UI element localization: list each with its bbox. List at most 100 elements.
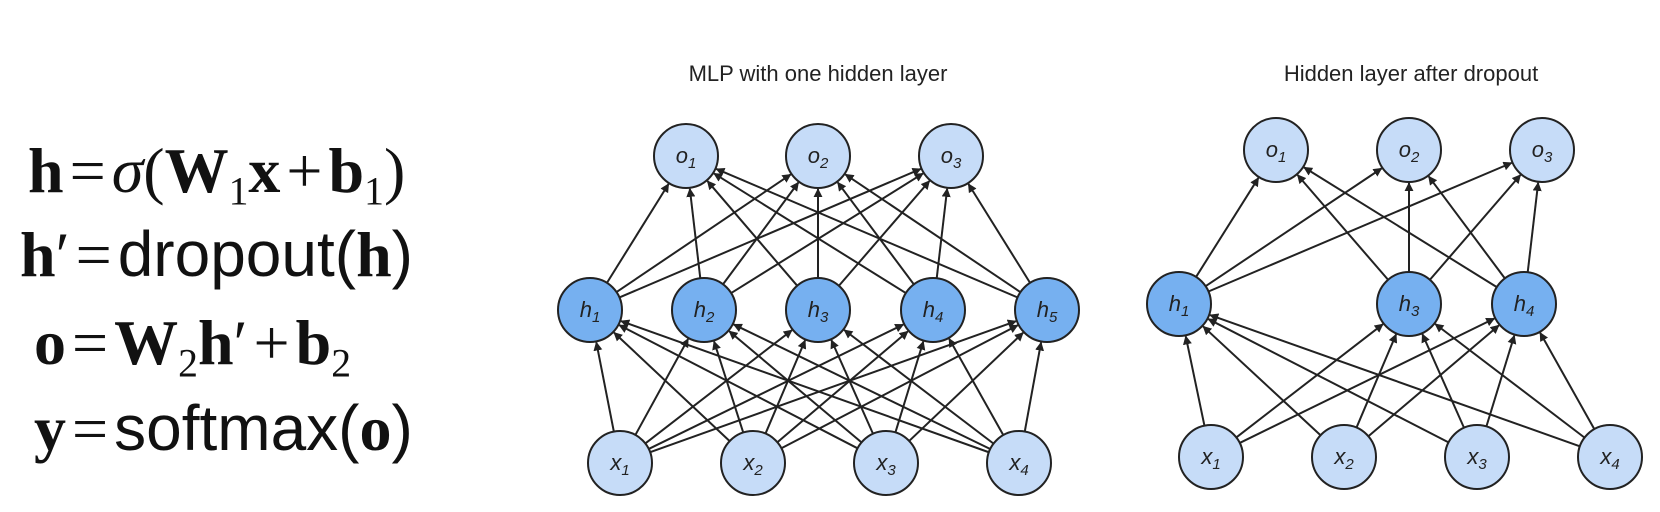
dropout-edge-h1-o1 — [1195, 177, 1260, 278]
mlp-edge-x4-h5 — [1023, 341, 1045, 432]
mlp-edge-x1-h2 — [634, 338, 689, 436]
mlp-output-node-o1: o1 — [653, 123, 719, 189]
mlp-edge-x1-h1 — [593, 341, 615, 432]
eq1-sigma: σ — [111, 135, 144, 206]
mlp-edge-h5-o2 — [844, 173, 1022, 293]
mlp-input-node-x2: x2 — [720, 430, 786, 496]
equation-hidden: h=σ(W1x+b1) — [0, 135, 548, 212]
eq1-lhs: h — [28, 135, 64, 206]
mlp-edge-x4-h4 — [948, 337, 1005, 436]
eq3-plus: + — [253, 307, 290, 378]
dropout-edge-h4-o1 — [1303, 166, 1498, 288]
eq2-prime: ′ — [55, 219, 70, 290]
dropout-edge-x3-h3 — [1421, 333, 1465, 429]
mlp-edge-x4-h3 — [843, 329, 995, 445]
mlp-edge-h1-o1 — [606, 183, 670, 284]
mlp-edge-h2-o1 — [686, 187, 702, 279]
eq2-arg: h — [356, 219, 392, 290]
eq3-equals: = — [72, 307, 109, 378]
dropout-edge-h4-o3 — [1526, 181, 1542, 273]
eq1-w-sub: 1 — [228, 169, 249, 214]
dropout-edge-x1-h3 — [1235, 323, 1384, 439]
mlp-edge-h2-o3 — [730, 172, 924, 294]
eq2-equals: = — [75, 219, 112, 290]
dropout-edge-x4-h4 — [1539, 331, 1596, 430]
dropout-output-node-o1: o1 — [1243, 117, 1309, 183]
eq3-w: W — [114, 307, 179, 378]
dropout-edge-h3-o1 — [1296, 174, 1389, 281]
dropout-diagram-title: Hidden layer after dropout — [1284, 61, 1538, 86]
eq1-open: ( — [143, 135, 165, 206]
eq4-arg: o — [359, 393, 392, 464]
dropout-edge-h4-o2 — [1427, 175, 1506, 279]
mlp-edge-x3-h3 — [830, 339, 874, 435]
mlp-input-node-x1: x1 — [587, 430, 653, 496]
mlp-edge-x1-h3 — [644, 329, 793, 445]
mlp-edge-x1-h4 — [648, 323, 905, 450]
dropout-hidden-node-h4: h4 — [1491, 271, 1557, 337]
dropout-output-node-o2: o2 — [1376, 117, 1442, 183]
mlp-edge-h4-o2 — [836, 181, 915, 285]
eq3-lhs: o — [34, 307, 66, 378]
dropout-edge-x4-h3 — [1434, 323, 1586, 439]
mlp-hidden-node-h5: h5 — [1014, 277, 1080, 343]
dropout-hidden-node-h1: h1 — [1146, 271, 1212, 337]
eq1-w: W — [164, 135, 229, 206]
dropout-edge-x2-h3 — [1355, 333, 1398, 428]
eq4-equals: = — [72, 393, 109, 464]
mlp-input-node-x4: x4 — [986, 430, 1052, 496]
equation-softmax: y=softmax(o) — [0, 396, 554, 461]
dropout-edge-h1-o3 — [1208, 161, 1513, 293]
mlp-edge-h3-o3 — [838, 180, 931, 287]
eq4-close: ) — [391, 392, 413, 464]
mlp-edge-x4-h2 — [732, 323, 991, 450]
dropout-edge-h3-o3 — [1429, 174, 1522, 281]
eq1-close: ) — [383, 135, 406, 206]
mlp-edge-h5-o1 — [715, 167, 1018, 299]
dropout-edge-x1-h4 — [1239, 317, 1496, 444]
mlp-edge-x4-h1 — [620, 319, 990, 454]
mlp-hidden-node-h4: h4 — [900, 277, 966, 343]
mlp-edge-h5-o3 — [967, 183, 1031, 284]
eq4-lhs: y — [34, 393, 66, 464]
eq1-plus: + — [286, 135, 323, 206]
eq3-w-sub: 2 — [178, 341, 198, 386]
dropout-input-node-x1: x1 — [1178, 424, 1244, 490]
eq3-b: b — [295, 307, 332, 378]
mlp-edge-h3-o1 — [706, 180, 798, 287]
dropout-edge-x2-h1 — [1202, 325, 1322, 436]
mlp-output-node-o2: o2 — [785, 123, 851, 189]
mlp-edge-h1-o2 — [615, 173, 792, 293]
mlp-diagram-title: MLP with one hidden layer — [689, 61, 948, 86]
eq3-h: h — [197, 307, 234, 378]
mlp-hidden-node-h3: h3 — [785, 277, 851, 343]
mlp-edge-x2-h4 — [776, 330, 909, 444]
eq1-equals: = — [69, 135, 106, 206]
eq2-close: ) — [391, 218, 413, 290]
equation-output: o=W2h′+b2 — [0, 307, 554, 384]
eq3-prime: ′ — [233, 307, 248, 378]
eq3-b-sub: 2 — [331, 341, 352, 386]
mlp-edge-x3-h5 — [908, 332, 1024, 442]
mlp-edge-h4-o1 — [713, 172, 907, 294]
mlp-edge-x3-h1 — [618, 324, 859, 450]
dropout-edge-h1-o2 — [1205, 167, 1383, 288]
dropout-input-node-x4: x4 — [1577, 424, 1643, 490]
eq1-b-sub: 1 — [364, 169, 384, 214]
mlp-edge-x3-h4 — [894, 340, 926, 433]
dropout-hidden-node-h3: h3 — [1376, 271, 1442, 337]
mlp-hidden-node-h2: h2 — [671, 277, 737, 343]
eq2-lhs: h — [20, 219, 56, 290]
mlp-input-node-x3: x3 — [853, 430, 919, 496]
mlp-edge-x3-h2 — [728, 330, 863, 444]
dropout-input-node-x2: x2 — [1311, 424, 1377, 490]
mlp-output-node-o3: o3 — [918, 123, 984, 189]
equation-dropout: h′=dropout(h) — [0, 222, 540, 287]
dropout-edge-x3-h4 — [1485, 334, 1517, 427]
dropout-input-node-x3: x3 — [1444, 424, 1510, 490]
dropout-edge-x1-h1 — [1183, 335, 1206, 426]
eq2-func: dropout( — [117, 218, 357, 290]
dropout-output-node-o3: o3 — [1509, 117, 1575, 183]
dropout-edge-x3-h1 — [1207, 318, 1449, 444]
